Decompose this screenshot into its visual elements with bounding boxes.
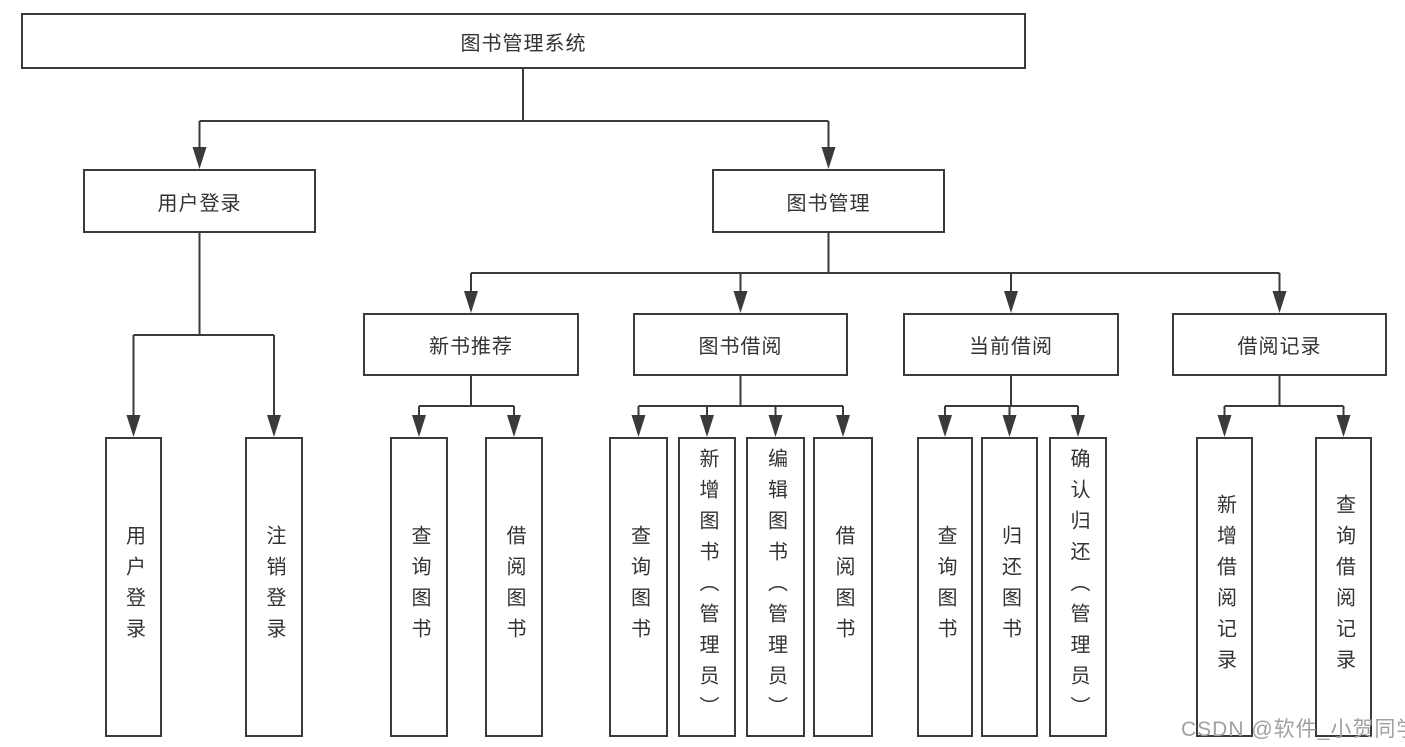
node-leaf-query-books-current: 查询图书 [917, 437, 973, 737]
node-leaf-borrow-books-borrowing: 借阅图书 [813, 437, 873, 737]
node-new-book-recommend: 新书推荐 [363, 313, 579, 376]
node-user-login: 用户登录 [83, 169, 316, 233]
node-leaf-user-login: 用户登录 [105, 437, 162, 737]
node-leaf-logout: 注销登录 [245, 437, 303, 737]
node-leaf-borrow-books-recommend: 借阅图书 [485, 437, 543, 737]
node-book-borrowing: 图书借阅 [633, 313, 848, 376]
node-leaf-query-books-recommend: 查询图书 [390, 437, 448, 737]
csdn-watermark: CSDN @软件_小贺同学 [1181, 718, 1405, 741]
node-leaf-edit-books-admin: 编辑图书（管理员） [746, 437, 805, 737]
node-borrowing-records: 借阅记录 [1172, 313, 1387, 376]
node-leaf-add-borrow-record: 新增借阅记录 [1196, 437, 1253, 737]
node-current-borrowing: 当前借阅 [903, 313, 1119, 376]
node-book-management: 图书管理 [712, 169, 945, 233]
node-library-management-system: 图书管理系统 [21, 13, 1026, 69]
node-leaf-return-books: 归还图书 [981, 437, 1038, 737]
node-leaf-query-books-borrowing: 查询图书 [609, 437, 668, 737]
node-leaf-confirm-return-admin: 确认归还（管理员） [1049, 437, 1107, 737]
node-leaf-add-books-admin: 新增图书（管理员） [678, 437, 736, 737]
node-leaf-query-borrow-record: 查询借阅记录 [1315, 437, 1372, 737]
